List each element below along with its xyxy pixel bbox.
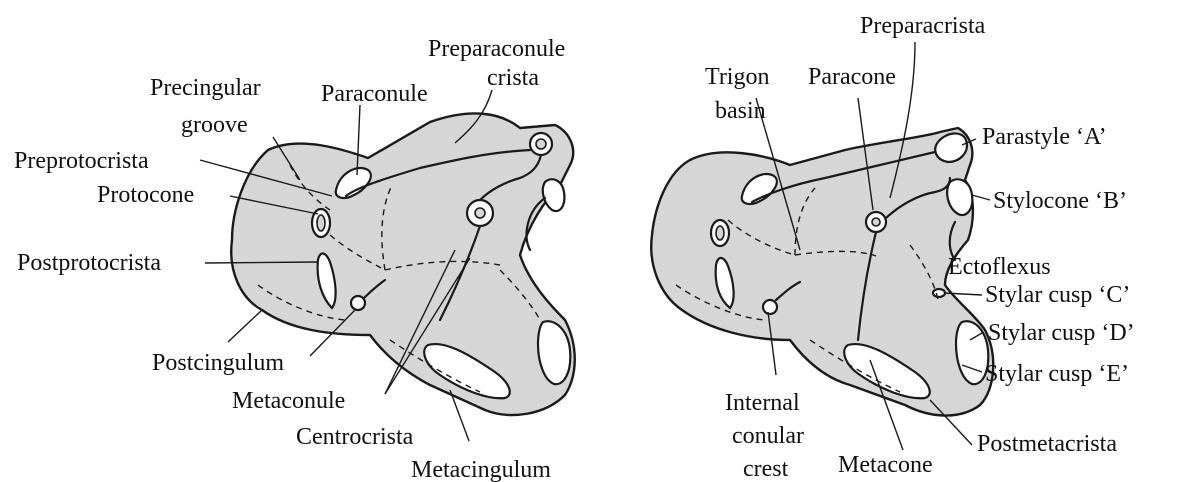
label-preparaconule-crista-1: Preparaconule: [428, 36, 565, 62]
label-paracone: Paracone: [808, 64, 896, 90]
right-stylar-cusp-c: [933, 289, 945, 297]
label-stylar-cusp-d: Stylar cusp ‘D’: [988, 320, 1135, 346]
right-tooth: [651, 128, 993, 416]
right-tooth-outline: [651, 128, 993, 416]
label-internal-conular-crest-2: conular: [732, 423, 804, 449]
label-centrocrista: Centrocrista: [296, 424, 414, 450]
label-ectoflexus: Ectoflexus: [948, 254, 1051, 280]
label-internal-conular-crest-1: Internal: [725, 390, 800, 416]
label-postcingulum: Postcingulum: [152, 350, 284, 376]
label-precingular-groove-2: groove: [181, 112, 248, 138]
label-postmetacrista: Postmetacrista: [977, 431, 1117, 457]
label-trigon-basin-1: Trigon: [705, 64, 769, 90]
left-metaconule-cusp: [351, 296, 365, 310]
label-stylocone: Stylocone ‘B’: [993, 188, 1127, 214]
label-stylar-cusp-c: Stylar cusp ‘C’: [985, 282, 1130, 308]
label-metacingulum: Metacingulum: [411, 457, 551, 482]
label-internal-conular-crest-3: crest: [743, 456, 789, 482]
label-preprotocrista: Preprotocrista: [14, 148, 149, 174]
label-metacone: Metacone: [838, 452, 933, 478]
label-paraconule: Paraconule: [321, 81, 428, 107]
left-stylocone-cusp: [543, 179, 565, 211]
label-trigon-basin-2: basin: [715, 98, 766, 124]
label-protocone: Protocone: [97, 182, 194, 208]
label-postprotocrista: Postprotocrista: [17, 250, 161, 276]
label-preparacrista: Preparacrista: [860, 13, 986, 39]
right-metaconule-cusp: [763, 300, 777, 314]
label-stylar-cusp-e: Stylar cusp ‘E’: [985, 361, 1129, 387]
label-metaconule: Metaconule: [232, 388, 345, 414]
label-preparaconule-crista-2: crista: [487, 65, 539, 91]
label-precingular-groove-1: Precingular: [150, 75, 261, 101]
label-parastyle: Parastyle ‘A’: [982, 124, 1107, 150]
